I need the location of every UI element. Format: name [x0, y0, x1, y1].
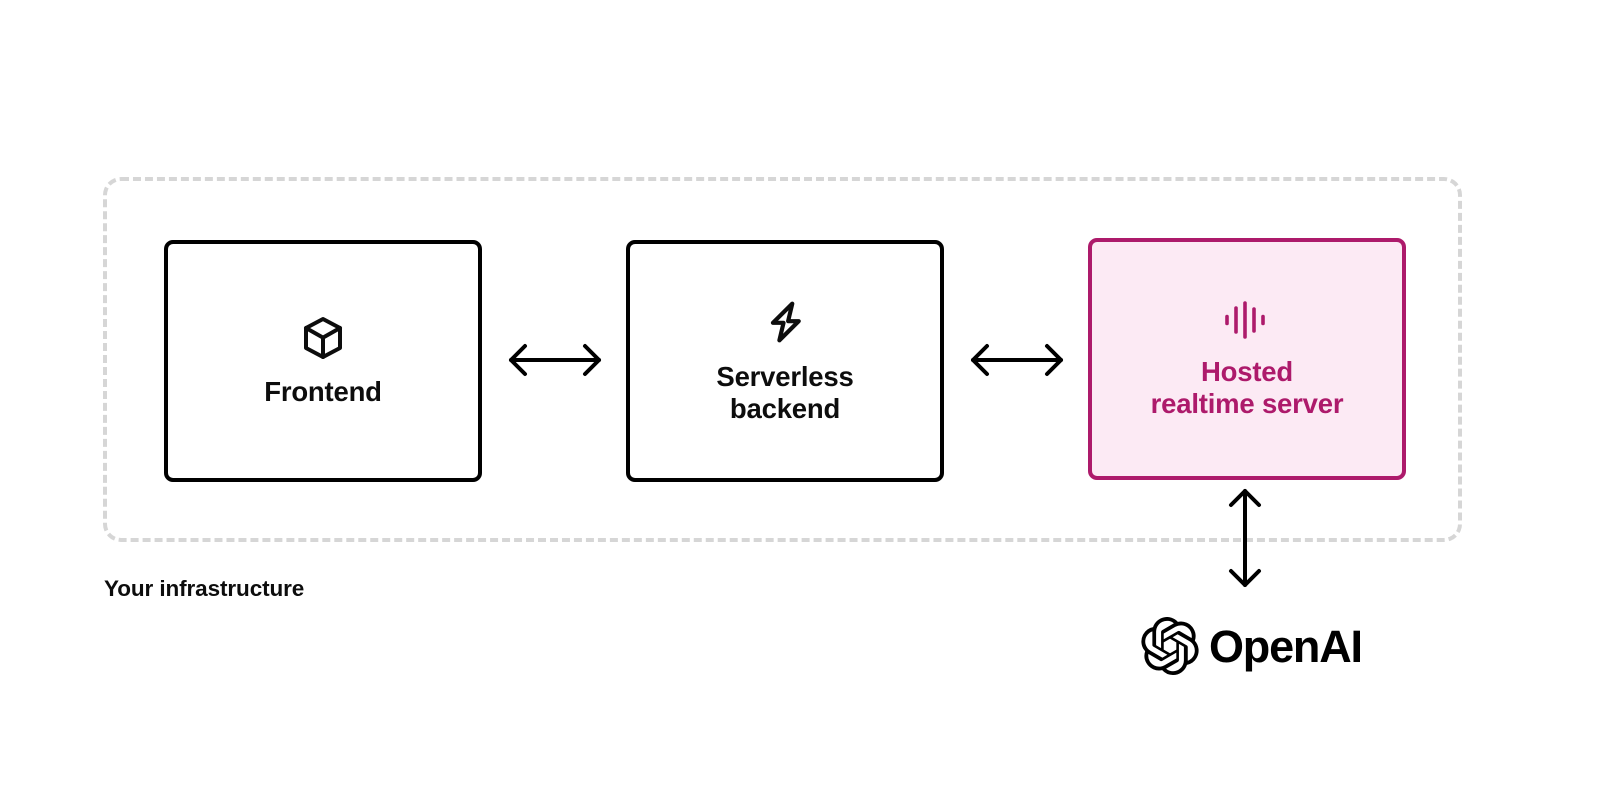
node-serverless-backend-label: Serverless backend — [716, 360, 854, 424]
node-frontend-label: Frontend — [264, 375, 382, 407]
connector-realtime-openai — [1221, 485, 1269, 591]
openai-wordmark: OpenAI — [1209, 620, 1363, 672]
node-hosted-realtime-server[interactable]: Hosted realtime server — [1088, 238, 1406, 480]
connector-backend-realtime — [967, 336, 1067, 384]
your-infrastructure-label: Your infrastructure — [104, 576, 305, 601]
zap-icon — [760, 297, 810, 347]
node-serverless-backend[interactable]: Serverless backend — [626, 240, 944, 482]
node-hosted-realtime-server-label: Hosted realtime server — [1150, 355, 1344, 419]
your-infrastructure-boundary — [103, 177, 1462, 542]
connector-frontend-backend — [505, 336, 605, 384]
cube-icon — [299, 314, 347, 362]
openai-blossom-icon — [1141, 617, 1199, 676]
openai-lockup: OpenAI — [1141, 617, 1363, 676]
audio-waveform-icon — [1221, 298, 1273, 342]
node-frontend[interactable]: Frontend — [164, 240, 482, 482]
